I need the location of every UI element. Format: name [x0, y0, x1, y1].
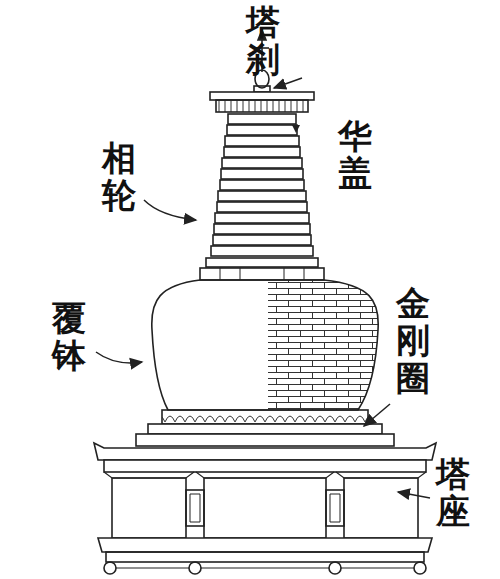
part-label: 塔座	[436, 456, 470, 531]
leader-lines	[96, 78, 430, 498]
rings	[200, 114, 324, 280]
base	[94, 443, 436, 574]
part-label: 覆钵	[52, 300, 86, 375]
vajra-ring	[136, 410, 394, 446]
part-label: 金刚圈	[396, 285, 430, 397]
part-label: 相轮	[102, 140, 136, 215]
canopy	[210, 92, 314, 112]
dome	[152, 278, 388, 412]
part-label: 华盖	[338, 118, 372, 193]
part-label: 塔刹	[246, 4, 280, 79]
